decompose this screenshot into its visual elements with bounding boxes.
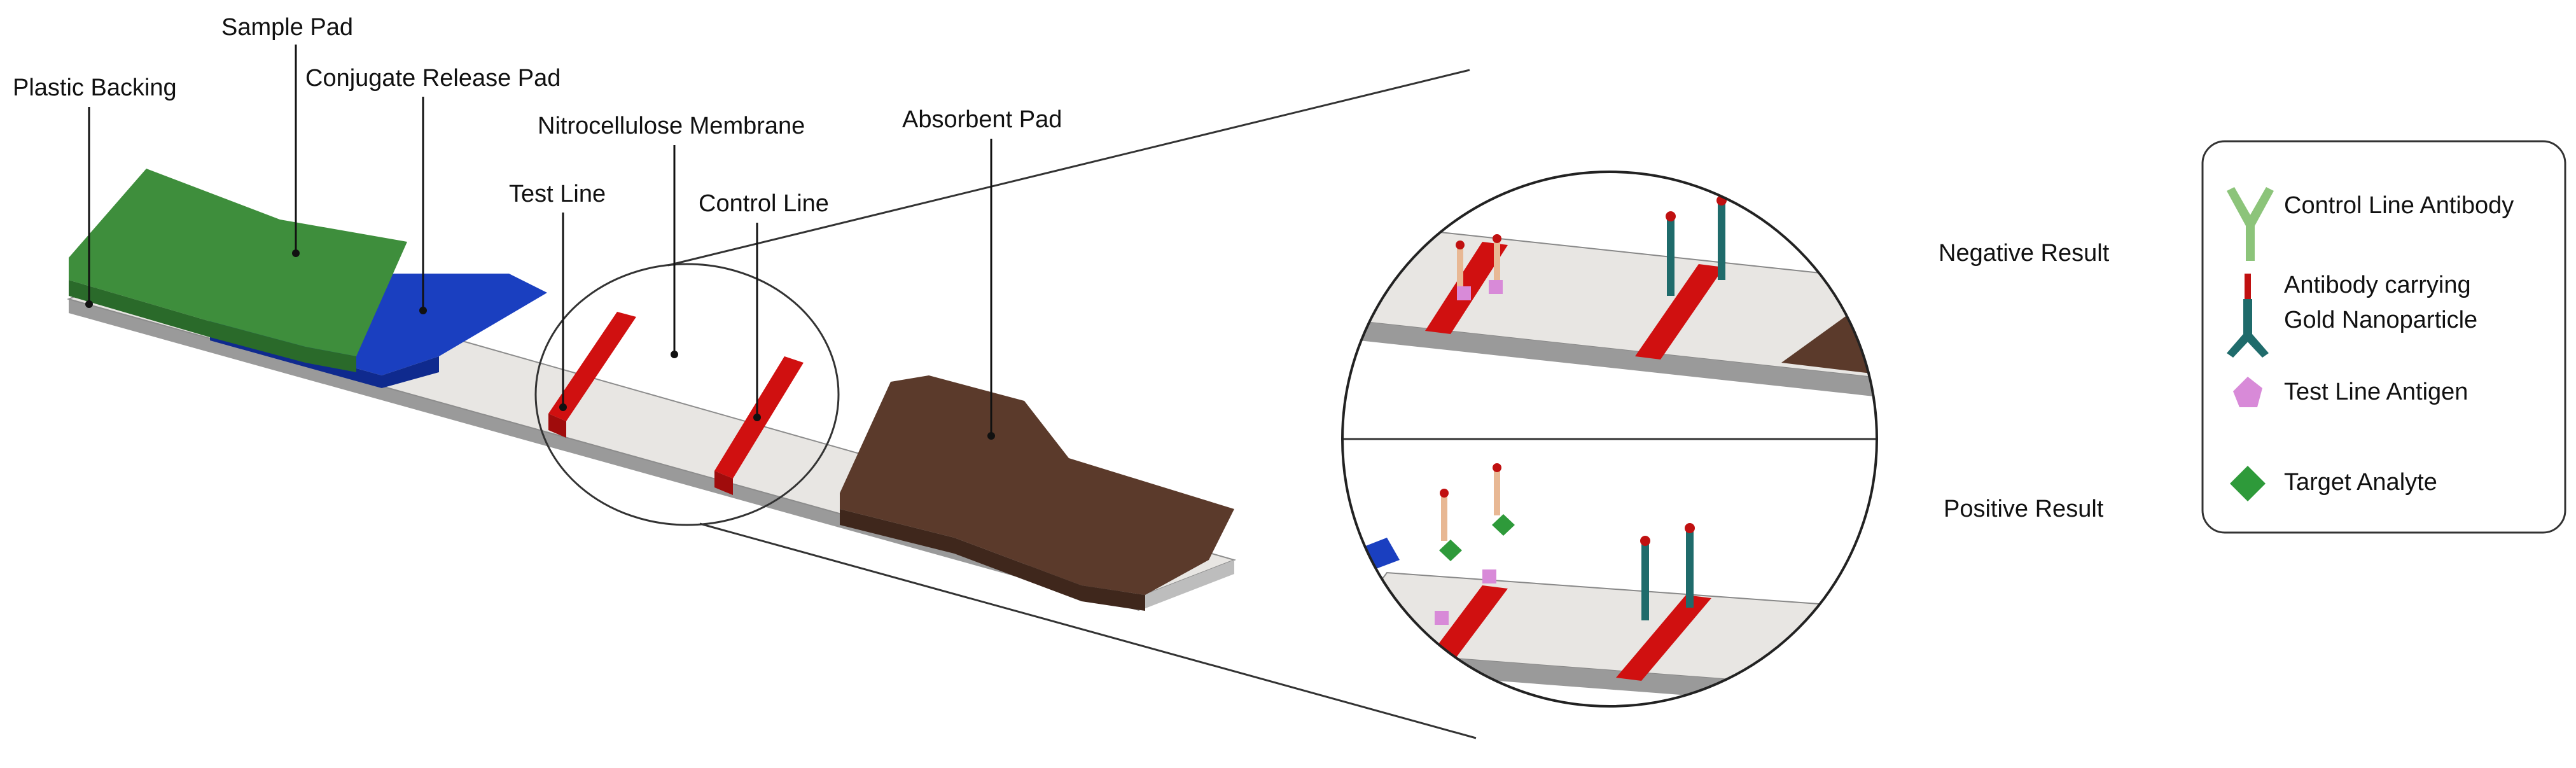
labels: Plastic Backing Sample Pad Conjugate Rel… [13,14,2110,522]
diamond-antigen-icon [2233,377,2262,407]
legend-control-line-antibody: Control Line Antibody [2284,192,2514,219]
legend-antibody-carrying-2: Gold Nanoparticle [2284,307,2477,333]
label-nitrocellulose-membrane: Nitrocellulose Membrane [538,113,805,139]
diamond-analyte-icon [2230,466,2266,501]
label-negative-result: Negative Result [1939,240,2110,267]
legend-antibody-carrying-1: Antibody carrying [2284,272,2471,298]
negative-antibodies [1456,195,1727,300]
absorbent-pad [840,375,1234,595]
test-strip [66,169,1237,611]
plastic-backing [69,299,1139,611]
legend-test-line-antigen: Test Line Antigen [2284,379,2468,405]
label-absorbent-pad: Absorbent Pad [902,106,1062,133]
label-positive-result: Positive Result [1944,496,2104,522]
label-conjugate-release-pad: Conjugate Release Pad [305,65,560,92]
positive-antibodies [1435,463,1695,625]
test-line-stripe [548,312,636,421]
label-plastic-backing: Plastic Backing [13,74,177,101]
label-test-line: Test Line [509,181,606,207]
label-control-line: Control Line [699,190,829,217]
y-antibody-gold-icon [2227,274,2269,358]
zoom-view [1341,171,1878,708]
label-sample-pad: Sample Pad [221,14,353,41]
zoom-region-circle [534,263,840,526]
legend-target-analyte: Target Analyte [2284,469,2437,496]
legend: Control Line Antibody Antibody carrying … [2201,140,2566,534]
sample-pad [69,169,407,356]
y-antibody-icon [2227,187,2274,261]
